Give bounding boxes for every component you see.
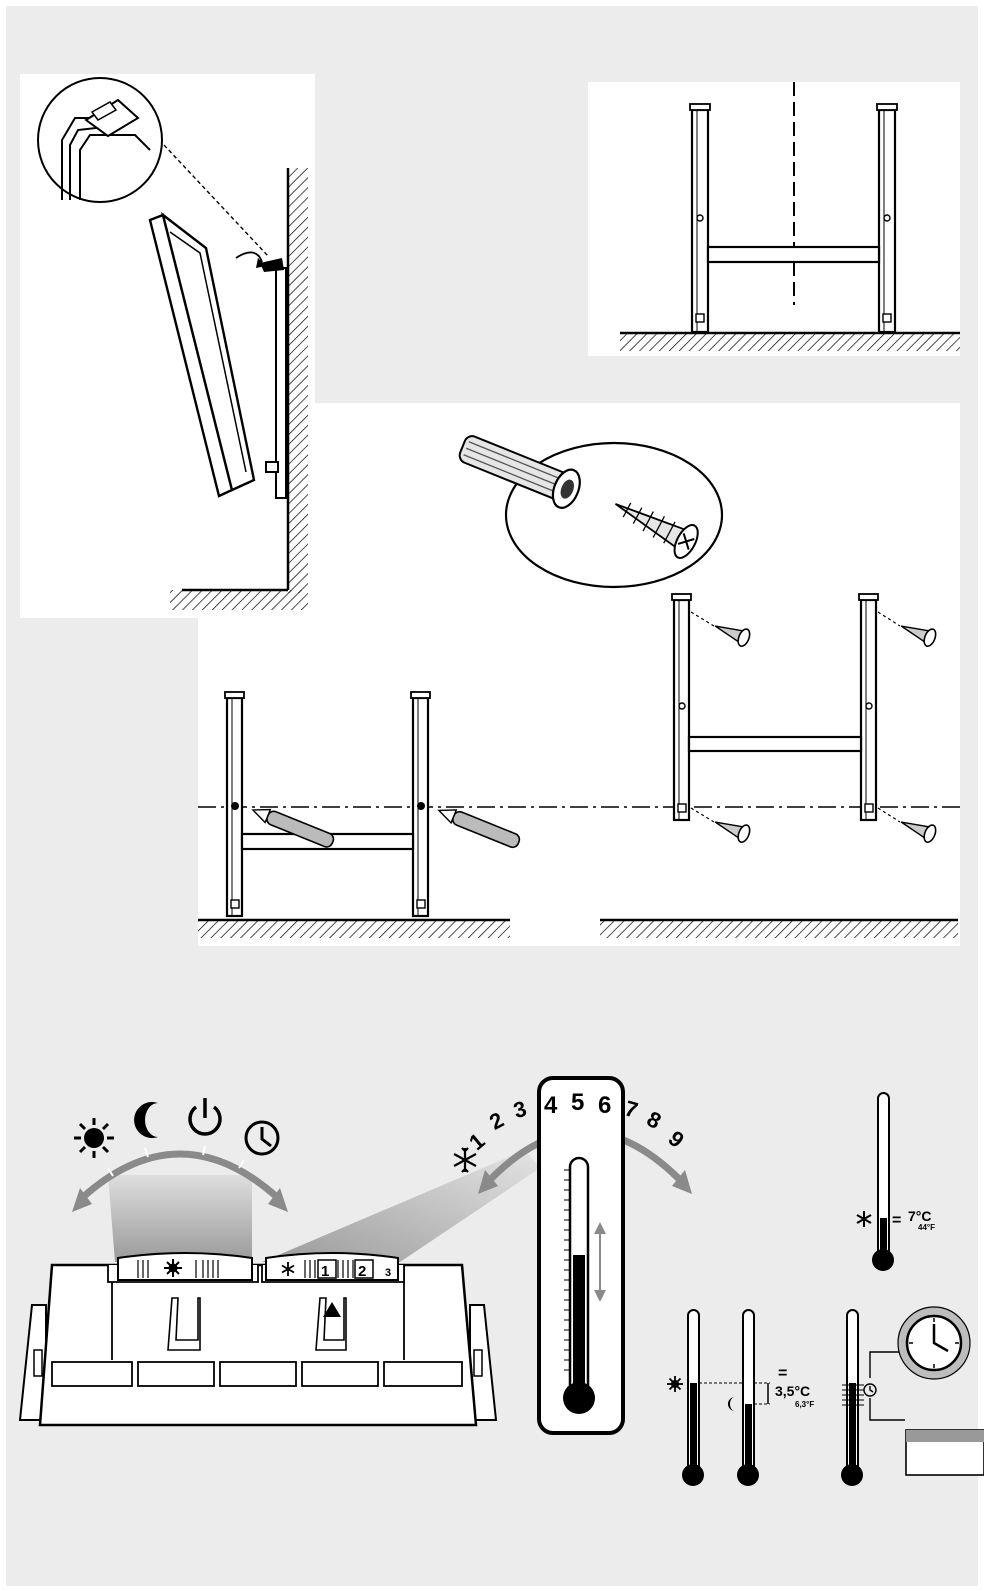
moon-icon	[134, 1102, 158, 1138]
wall-plug-icon	[458, 435, 581, 509]
comfort-eco-indicator: = 3,5°C 6,3°F	[667, 1309, 814, 1486]
bracket-right	[876, 103, 898, 334]
control-panel-section: 1 2 3 4 5 6 7 8 9	[18, 1076, 984, 1486]
knob-number: 3	[385, 1267, 391, 1279]
snowflake-icon	[281, 1262, 295, 1276]
bracket-centering-illustration	[620, 82, 960, 351]
sun-icon	[164, 1259, 182, 1277]
bracket-left	[224, 691, 245, 918]
equals-sign: =	[892, 1212, 901, 1229]
power-icon	[188, 1098, 222, 1136]
screw-icon	[900, 821, 937, 843]
bracket-right	[410, 691, 431, 918]
wall-plug-screw-detail	[458, 435, 724, 589]
frost-temp-fahrenheit: 44°F	[918, 1223, 935, 1232]
marking-illustration	[198, 691, 960, 938]
screw-icon	[900, 625, 937, 647]
snowflake-icon	[453, 1147, 477, 1173]
program-mode-indicator	[841, 1306, 984, 1486]
mode-dial	[72, 1098, 288, 1212]
bracket-left	[671, 593, 692, 822]
clock-icon	[863, 1383, 877, 1397]
thermometer-icon	[563, 1156, 606, 1414]
clock-icon	[244, 1120, 280, 1156]
screwing-illustration	[600, 593, 958, 938]
pointer-triangle-icon	[323, 1302, 341, 1317]
screw-icon	[714, 625, 751, 647]
temperature-dial: 1 2 3 4 5 6 7 8 9	[453, 1076, 692, 1435]
frost-temp-celsius: 7°C	[908, 1208, 932, 1224]
pencil-icon	[437, 809, 521, 849]
heater-mounting-illustration	[37, 77, 308, 610]
programmer-clock-icon	[897, 1306, 971, 1380]
moon-icon	[728, 1397, 735, 1411]
snowflake-icon	[856, 1211, 872, 1227]
knob-number: 1	[321, 1263, 329, 1280]
screw-icon	[614, 502, 699, 559]
sun-icon	[667, 1376, 683, 1392]
offset-celsius: 3,5°C	[775, 1383, 810, 1399]
scale-label: 4	[544, 1092, 558, 1119]
pencil-icon	[251, 808, 335, 848]
frost-protection-indicator: = 7°C 44°F	[856, 1092, 935, 1271]
scale-label: 5	[571, 1089, 584, 1116]
bracket-right	[858, 593, 879, 822]
scale-label: 6	[598, 1092, 611, 1119]
bracket-left	[689, 103, 711, 334]
knob-number: 2	[358, 1263, 366, 1280]
heater-control-panel: 1 2 3	[18, 1252, 498, 1427]
sun-icon	[74, 1118, 114, 1158]
offset-fahrenheit: 6,3°F	[795, 1400, 814, 1409]
screw-icon	[714, 821, 751, 843]
equals-sign: =	[778, 1365, 787, 1382]
panel-bracket-position	[588, 82, 960, 356]
detail-magnifier	[37, 77, 163, 203]
